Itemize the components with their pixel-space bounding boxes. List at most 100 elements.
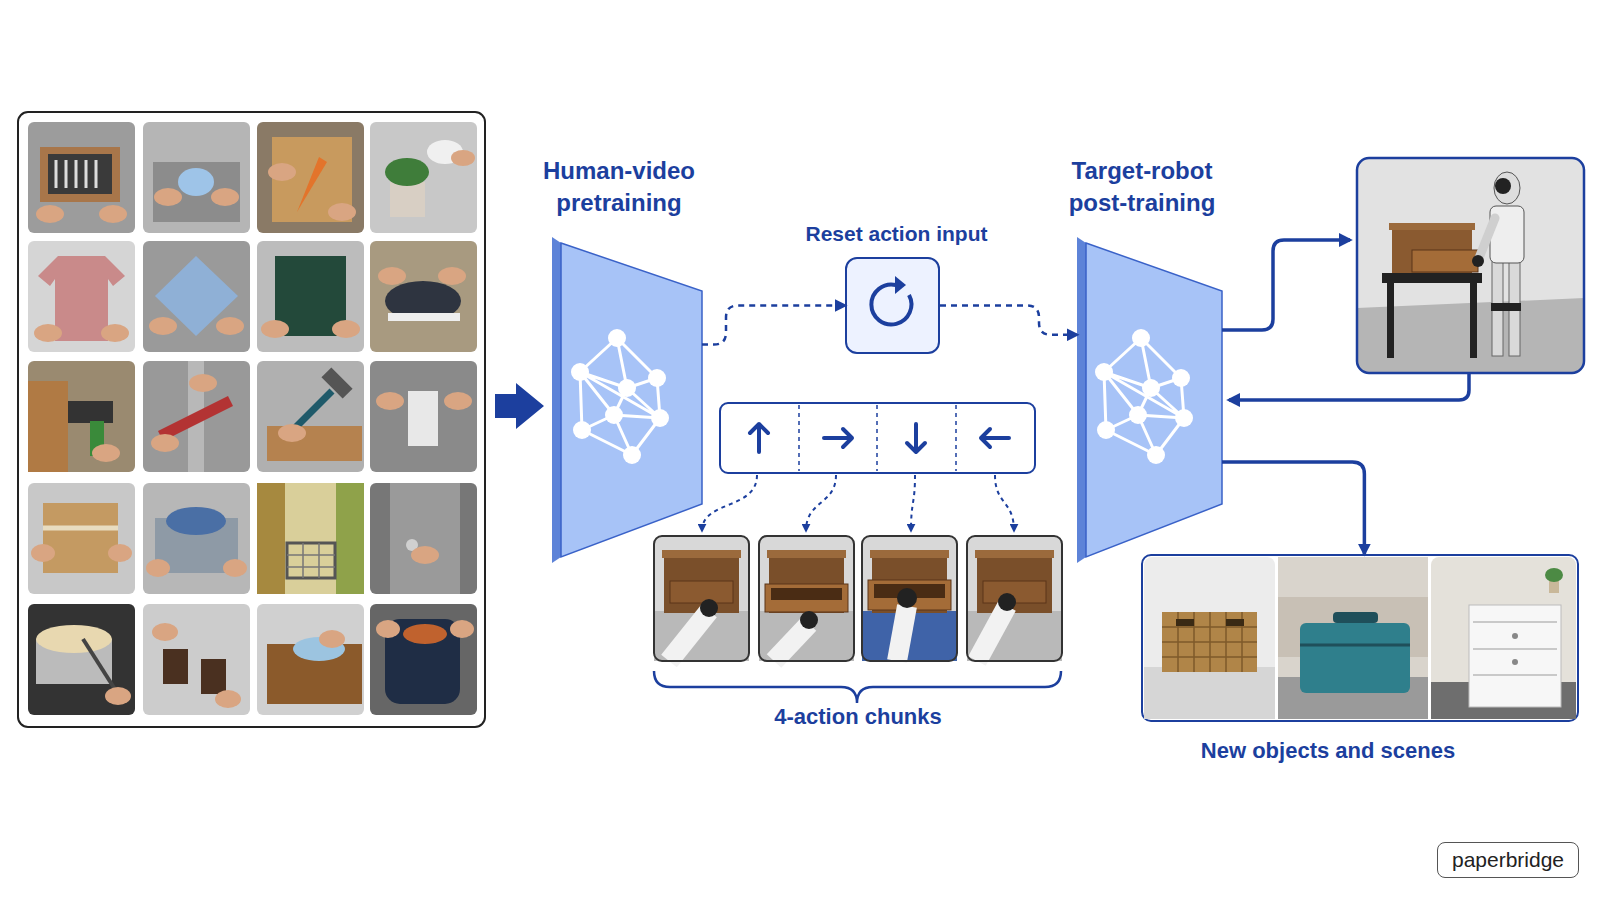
wood-plank — [28, 381, 68, 472]
action-strip — [720, 403, 1035, 473]
down-arrow — [907, 424, 925, 452]
floor — [1357, 298, 1584, 373]
hand — [34, 324, 62, 342]
photo-bg — [759, 536, 854, 661]
plant-pot — [390, 182, 425, 217]
photo-tile — [257, 483, 364, 594]
pretraining-panel: Human-video pretraining — [552, 237, 702, 563]
shelf — [336, 483, 364, 594]
table — [1144, 667, 1275, 719]
sink — [153, 162, 240, 222]
shelf — [257, 483, 285, 594]
action-photo — [862, 536, 957, 661]
photo-bg — [257, 122, 364, 233]
hand — [411, 546, 439, 564]
hand — [319, 630, 345, 648]
photo-frame — [862, 536, 957, 661]
photo-tile — [370, 241, 477, 352]
toolbox-handle — [1333, 612, 1378, 623]
hand — [146, 559, 170, 577]
action-chunk-group: 4-action chunks — [654, 536, 1062, 661]
hand — [376, 620, 400, 638]
robot-leg — [1509, 261, 1520, 356]
hand — [438, 267, 466, 285]
photo-bg — [370, 604, 477, 715]
cabinet — [769, 558, 844, 613]
hand — [444, 392, 472, 410]
drawer — [40, 147, 120, 202]
open-drawer — [1412, 250, 1478, 272]
clothes — [166, 507, 226, 535]
photo-bg — [28, 122, 135, 233]
group-caption: New objects and scenes — [1128, 738, 1528, 764]
cutlery — [56, 160, 96, 188]
photo-bg — [370, 483, 477, 594]
photo-tile — [370, 604, 477, 715]
sneaker-sole — [388, 313, 460, 321]
photo-tile — [143, 361, 250, 472]
hand — [378, 267, 406, 285]
photo-bg — [370, 241, 477, 352]
soup — [36, 625, 112, 653]
photo-bg — [1431, 557, 1576, 719]
photo-bg — [28, 483, 135, 594]
cabinet-top — [1389, 223, 1475, 230]
bracket-label: 4-action chunks — [654, 704, 1062, 730]
robot-arm — [977, 606, 1007, 661]
cabinet-top — [662, 550, 741, 558]
robot-torso — [1490, 206, 1524, 263]
photo-bg — [1144, 557, 1275, 719]
nightstand — [1469, 605, 1561, 707]
plant-pot — [1549, 579, 1559, 593]
photo-bg — [143, 361, 250, 472]
cloth — [293, 637, 345, 661]
cup — [163, 649, 188, 684]
right-arrow — [824, 429, 852, 447]
hammer-handle — [287, 391, 332, 436]
photo-bg — [370, 361, 477, 472]
flow-arrow — [1222, 462, 1364, 554]
dashed-arrow — [911, 475, 915, 531]
hammer-head — [321, 367, 352, 398]
photo-bg — [257, 361, 364, 472]
hand — [154, 188, 182, 206]
open-drawer — [765, 584, 848, 612]
pipe — [188, 361, 204, 472]
sneaker — [385, 281, 461, 321]
panel-shape — [552, 237, 702, 563]
big-arrow — [495, 383, 544, 429]
cabinet — [872, 558, 947, 613]
drawer-inside — [48, 154, 112, 194]
cabinet — [1392, 230, 1472, 273]
hand — [108, 544, 132, 562]
photo-tile — [28, 122, 135, 233]
photo-bg — [1278, 557, 1428, 719]
panel-face — [1086, 243, 1222, 557]
table — [267, 644, 362, 704]
photo-tile — [28, 361, 135, 472]
post-training-panel: Target-robot post-training — [1077, 237, 1222, 563]
robot-head — [1494, 172, 1520, 204]
strip-divider — [799, 405, 956, 471]
drawer-inside — [874, 584, 945, 598]
wicker-basket — [1162, 612, 1257, 672]
backpack — [385, 619, 460, 704]
drawer — [670, 581, 733, 603]
knob — [1512, 633, 1518, 639]
robot-visor — [1495, 178, 1511, 194]
hand — [278, 424, 306, 442]
photo-tile — [28, 241, 135, 352]
robot-photo — [1357, 158, 1584, 373]
bracket — [654, 671, 1061, 703]
hand — [31, 544, 55, 562]
table-top — [1382, 273, 1482, 283]
photo-bg — [143, 122, 250, 233]
gripper — [897, 588, 917, 608]
photo-bg — [370, 122, 477, 233]
photo-tile — [28, 604, 135, 715]
action-photo — [967, 536, 1062, 661]
photo-bg — [28, 604, 135, 715]
photo-tile — [143, 241, 250, 352]
hand — [189, 374, 217, 392]
